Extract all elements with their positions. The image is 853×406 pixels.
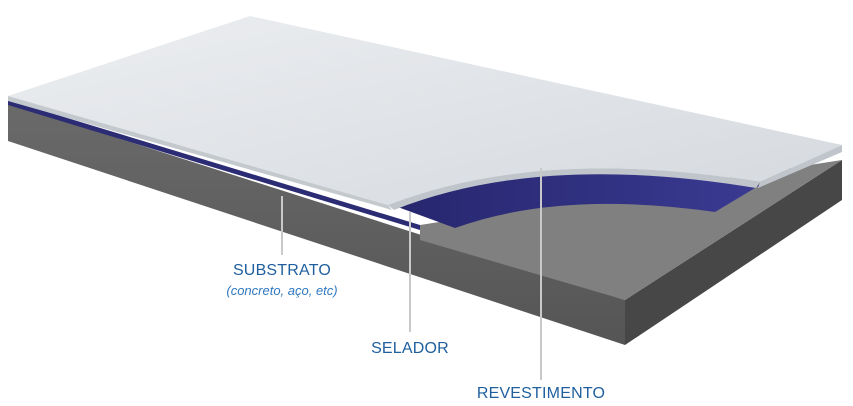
sealer-layer	[395, 171, 760, 228]
revestimento-label: REVESTIMENTO	[476, 385, 606, 402]
sealer-edge-strip	[8, 100, 420, 230]
coating-front-edge	[8, 96, 392, 210]
substrate-front-face	[8, 103, 625, 345]
coating-layer	[8, 16, 842, 205]
coating-side-edge	[758, 145, 842, 188]
substrato-label: SUBSTRATO	[232, 262, 332, 279]
selador-label: SELADOR	[371, 340, 449, 357]
substrato-sublabel: (concreto, aço, etc)	[226, 283, 338, 298]
substrate-side-face	[625, 160, 842, 345]
